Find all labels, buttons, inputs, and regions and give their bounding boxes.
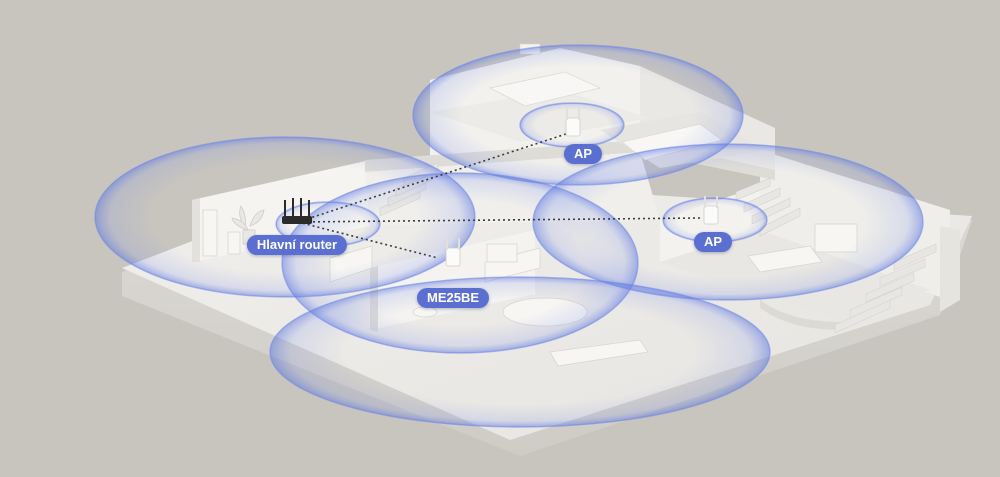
extender-label: ME25BE [416, 288, 490, 308]
main-router-label: Hlavní router [246, 235, 348, 255]
router-icon [282, 198, 312, 224]
coverage-rings [94, 44, 924, 428]
ap-right-label: AP [693, 232, 733, 252]
access-point-icon [703, 196, 719, 225]
access-point-icon [565, 108, 581, 137]
ap-upper-label: AP [563, 144, 603, 164]
extender-icon [445, 238, 461, 267]
backhaul-lines [297, 131, 701, 259]
